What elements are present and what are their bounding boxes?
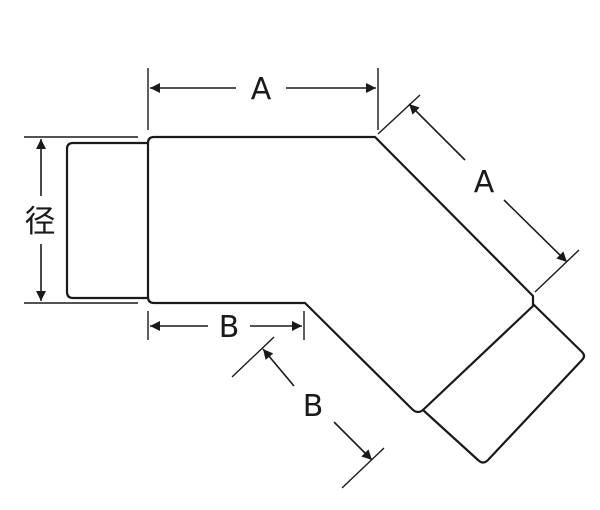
dim-a-diag-label: A (474, 165, 495, 200)
dim-b-diag-ext-bottom (341, 447, 385, 489)
dim-a-top-label: A (251, 72, 272, 107)
dim-b-diag-line-bottom (333, 421, 373, 461)
dim-a-diag-line-bottom (503, 199, 568, 263)
dim-a-diag-line-top (408, 103, 466, 161)
left-pipe-stub (65, 141, 148, 300)
dim-b-diag-line-top (262, 348, 295, 387)
diameter-label: 径 (25, 204, 56, 240)
dim-a-diag-ext-bottom (534, 249, 580, 293)
dim-b-bottom-label: B (219, 310, 240, 345)
dim-b-diag-ext-top (231, 336, 275, 378)
right-pipe-stub (422, 303, 586, 464)
elbow-body (146, 135, 535, 414)
dim-a-diag-ext-top (377, 94, 421, 135)
dim-b-diag-label: B (303, 389, 324, 424)
